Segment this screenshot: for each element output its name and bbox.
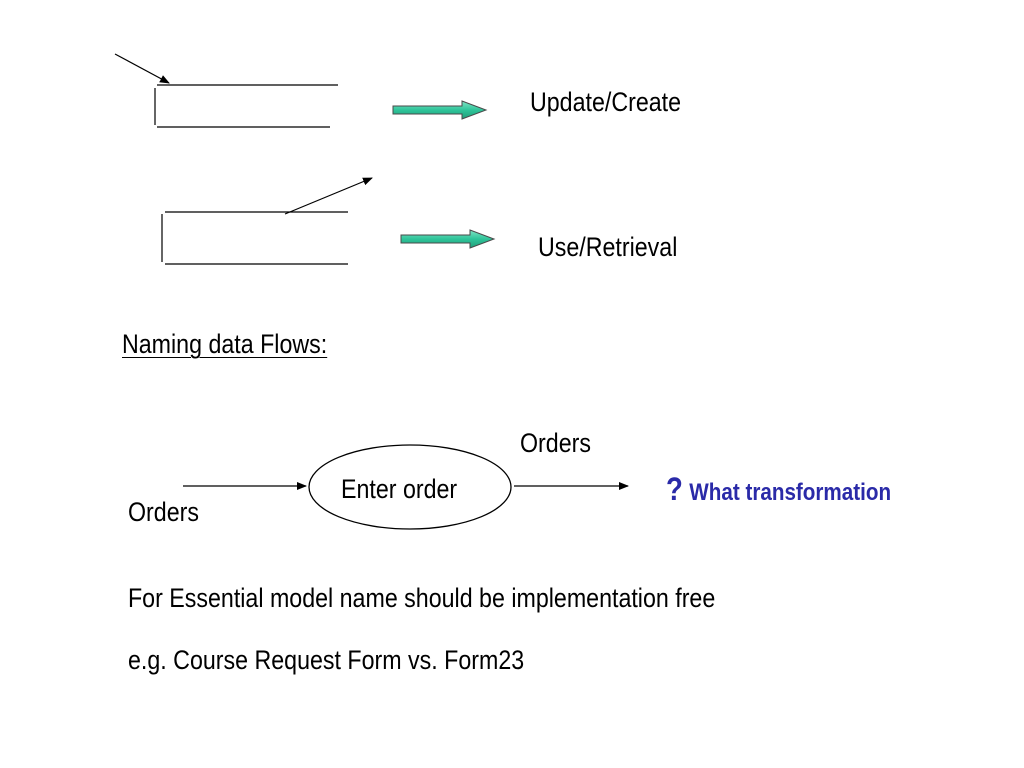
data-store-update [154,84,338,128]
section-heading: Naming data Flows: [122,329,328,359]
block-arrow-1 [392,100,488,120]
input-flow-label: Orders [128,497,199,527]
question-text: What transformation [689,479,892,506]
note-line-2: e.g. Course Request Form vs. Form23 [128,645,525,675]
transformation-question: ? What transformation [666,473,891,505]
retrieval-flow-arrow [284,177,373,215]
output-flow-label: Orders [520,428,591,458]
process-label: Enter order [341,474,458,504]
use-retrieval-label: Use/Retrieval [538,232,678,262]
block-arrow-2 [400,229,496,249]
note-line-1: For Essential model name should be imple… [128,583,716,613]
process-bubble [308,444,512,530]
question-mark: ? [666,471,683,507]
update-create-label: Update/Create [530,87,682,117]
update-flow-arrow [114,53,170,84]
data-store-retrieval [161,211,348,265]
